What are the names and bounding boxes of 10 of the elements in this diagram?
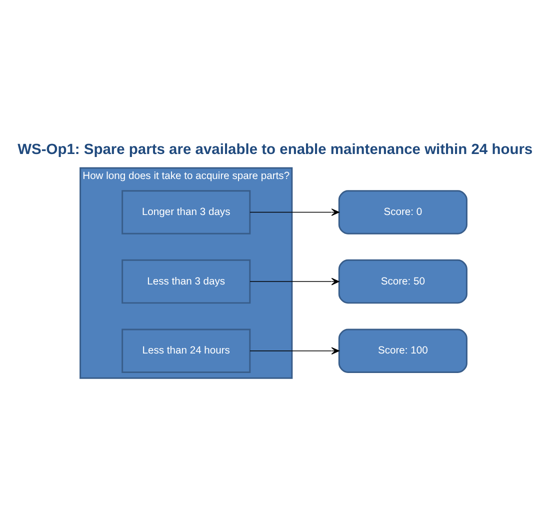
node-box: Longer than 3 days	[122, 190, 251, 234]
node-box: Score: 50	[338, 258, 468, 304]
arrow	[250, 208, 340, 216]
node-box: Score: 0	[338, 190, 468, 234]
node-box: Less than 3 days	[122, 258, 251, 304]
arrow	[250, 277, 340, 285]
arrow	[250, 346, 340, 354]
node-box: Score: 100	[338, 328, 468, 372]
node-box: Less than 24 hours	[122, 328, 251, 372]
diagram-title: WS-Op1: Spare parts are available to enable maintenance within 24 hours	[18, 141, 533, 158]
